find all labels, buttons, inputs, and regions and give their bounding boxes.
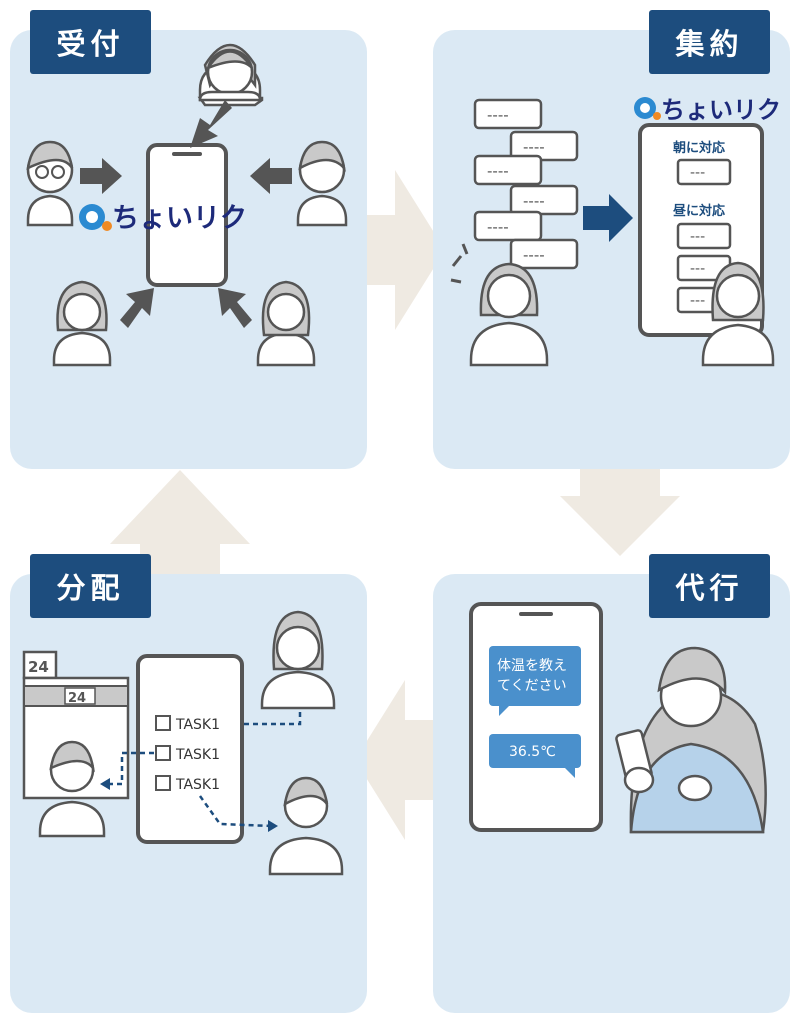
task-label: TASK1 [175, 747, 220, 763]
app-logo-text: ちょいリク [112, 203, 247, 234]
step-label-proxy: 代行 [649, 554, 770, 618]
svg-text:----: ---- [487, 106, 509, 124]
distribution-illustration: 24 24 TASK1 TASK1 TASK1 [22, 610, 344, 876]
arrow-down-flow [560, 468, 680, 556]
panel-distribution: 24 24 TASK1 TASK1 TASK1 [10, 554, 367, 1013]
proxy-illustration: 体温を教え てください 36.5℃ [469, 602, 767, 834]
arrow-right-flow [365, 170, 445, 330]
reception-illustration: ちょいリク [26, 43, 348, 367]
svg-text:---: --- [690, 165, 705, 181]
app-logo-text: ちょいリク [661, 96, 781, 124]
morning-label: 朝に対応 [673, 140, 725, 156]
aggregate-arrow [583, 194, 633, 242]
svg-text:----: ---- [523, 192, 545, 210]
panel-reception: ちょいリク 受付 [10, 10, 367, 469]
svg-text:----: ---- [523, 246, 545, 264]
person-overwhelmed [450, 243, 549, 367]
panel-proxy: 体温を教え てください 36.5℃ 代行 [433, 554, 790, 1013]
phone [136, 654, 244, 844]
assignment-arrows [108, 706, 302, 828]
person-bottom-left-woman [52, 280, 112, 367]
app-logo: ちょいリク [79, 203, 247, 234]
step-label-aggregation: 集約 [649, 10, 770, 74]
arrow-left-flow [355, 680, 435, 840]
svg-text:----: ---- [487, 162, 509, 180]
answer-bubble [489, 734, 581, 768]
svg-text:24: 24 [28, 658, 49, 676]
person-man-bottom [268, 776, 344, 876]
svg-text:24: 24 [68, 691, 86, 706]
incoming-messages: ---- ---- ---- ---- ---- ---- [473, 98, 579, 270]
svg-text:----: ---- [523, 138, 545, 156]
svg-text:---: --- [690, 293, 705, 309]
aggregation-illustration: ---- ---- ---- ---- ---- ---- ちょいリク [450, 96, 781, 367]
svg-text:---: --- [690, 261, 705, 277]
noon-label: 昼に対応 [673, 203, 725, 219]
inbound-arrows [80, 100, 292, 328]
person-right-man [296, 140, 348, 227]
task-checkbox [155, 775, 171, 791]
task-label: TASK1 [175, 717, 220, 733]
phone [146, 143, 228, 287]
person-left-elder [26, 140, 74, 227]
answer-text: 36.5℃ [509, 744, 556, 760]
panel-aggregation: ---- ---- ---- ---- ---- ---- ちょいリク [433, 10, 790, 469]
arrow-up-flow [110, 470, 250, 574]
task-list: TASK1 TASK1 TASK1 [155, 715, 220, 793]
person-bottom-right-woman [256, 280, 316, 367]
task-checkbox [155, 715, 171, 731]
step-label-distribution: 分配 [30, 554, 151, 618]
task-label: TASK1 [175, 777, 220, 793]
person-proxy-agent [615, 646, 767, 834]
question-bubble [489, 646, 581, 706]
question-text-line1: 体温を教え [497, 658, 567, 674]
svg-text:---: --- [690, 229, 705, 245]
convenience-store: 24 24 [22, 650, 130, 800]
step-label-reception: 受付 [30, 10, 151, 74]
app-logo: ちょいリク [634, 96, 781, 124]
person-woman-top [260, 610, 336, 710]
person-operator [701, 261, 775, 367]
person-store-clerk [38, 740, 106, 838]
phone [469, 602, 603, 832]
task-checkbox [155, 745, 171, 761]
question-text-line2: てください [497, 678, 567, 694]
svg-text:----: ---- [487, 218, 509, 236]
